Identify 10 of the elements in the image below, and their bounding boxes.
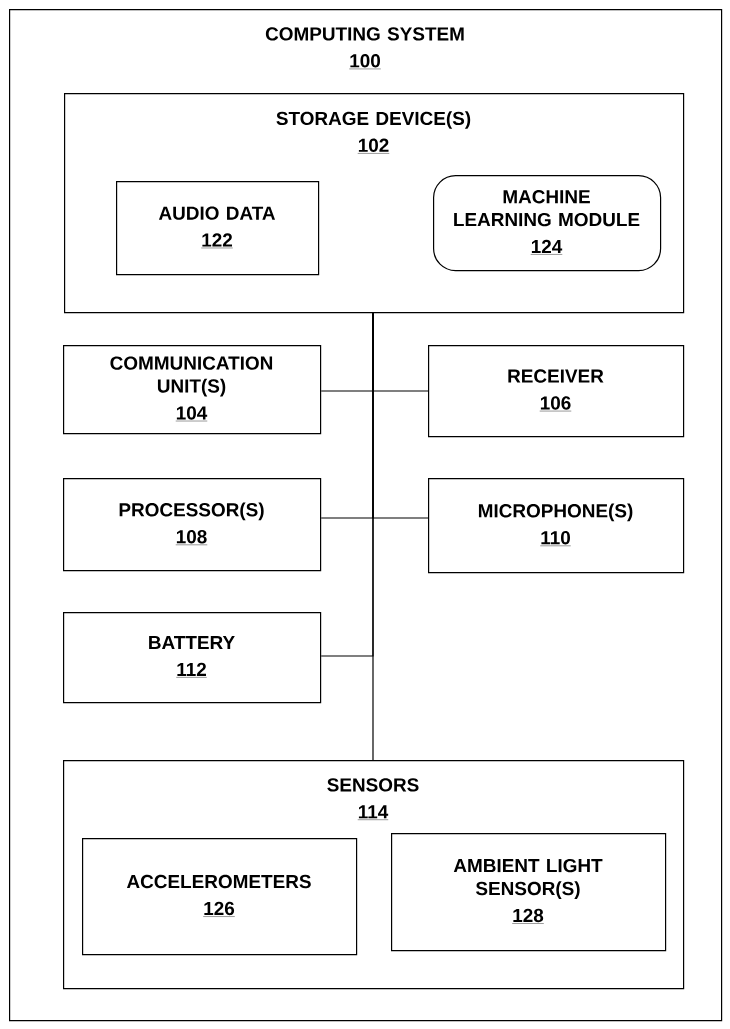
processor-box: PROCESSOR(S) 108 xyxy=(63,478,322,572)
connector-line xyxy=(372,312,374,761)
battery-box: BATTERY 112 xyxy=(63,612,322,704)
module-box: MACHINE LEARNING MODULE 124 xyxy=(433,175,662,272)
receiver-box: RECEIVER 106 xyxy=(428,345,685,438)
data-box: AUDIO DATA 122 xyxy=(116,181,320,276)
unit-box: COMMUNICATION UNIT(S) 104 xyxy=(63,345,322,435)
microphone-box: MICROPHONE(S) 110 xyxy=(428,478,685,574)
sensor-box: AMBIENT LIGHT SENSOR(S) 128 xyxy=(391,833,667,952)
sensor-box: ACCELEROMETERS 126 xyxy=(82,838,358,956)
